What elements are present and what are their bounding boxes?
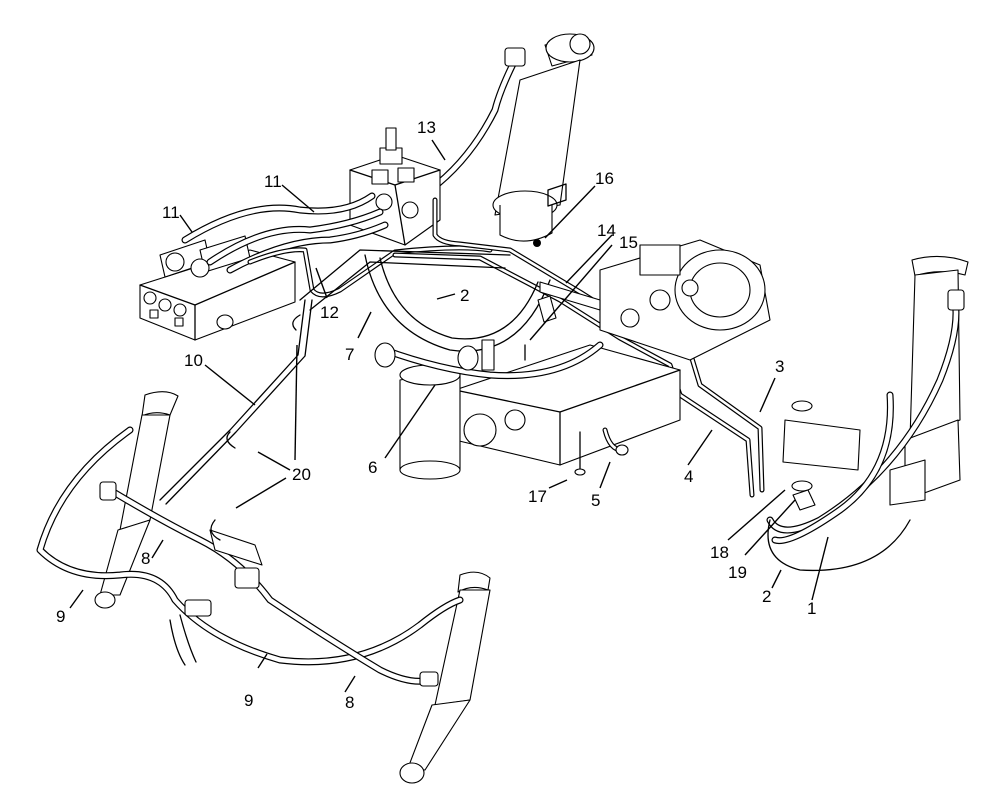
frame-rods [299, 249, 551, 352]
right-plate [782, 400, 861, 511]
callout-12: 12 [320, 303, 339, 322]
callout-2: 2 [762, 587, 771, 606]
hose-12 [247, 245, 493, 298]
callout-15: 15 [619, 233, 638, 252]
callout-4: 4 [684, 467, 693, 486]
right-lift-cylinder [889, 255, 969, 506]
hose-9 [36, 426, 464, 666]
callout-1: 1 [807, 599, 816, 618]
callout-11: 11 [162, 203, 180, 222]
callout-2: 2 [460, 286, 469, 305]
callout-14: 14 [597, 221, 616, 240]
hose-13 [426, 47, 526, 194]
bolt-17 [574, 431, 586, 476]
clamp-rod-10 [159, 299, 313, 541]
fitting-5 [602, 427, 629, 456]
lower-fittings [169, 529, 263, 666]
callout-11: 11 [264, 172, 282, 191]
callout-8: 8 [141, 549, 150, 568]
hose-1 [766, 289, 965, 572]
callout-18: 18 [710, 543, 729, 562]
callout-10: 10 [184, 351, 203, 370]
hose-8 [99, 481, 439, 687]
callout-5: 5 [591, 491, 600, 510]
callout-6: 6 [368, 458, 377, 477]
lower-right-cylinder [399, 571, 491, 784]
callout-19: 19 [728, 563, 747, 582]
callout-20: 20 [292, 465, 311, 484]
callout-13: 13 [417, 118, 436, 137]
callout-3: 3 [775, 357, 784, 376]
callout-16: 16 [595, 169, 614, 188]
callout-labels: 1 2 2 3 4 5 6 7 8 8 9 9 10 11 11 12 13 1… [56, 118, 816, 712]
callout-9: 9 [244, 691, 253, 710]
hose-6 [374, 339, 604, 380]
callout-7: 7 [345, 345, 354, 364]
pump-filter-assembly [399, 239, 771, 480]
upper-lift-cylinder [492, 33, 595, 242]
control-valve-block [349, 127, 441, 246]
callout-17: 17 [528, 487, 547, 506]
callout-9: 9 [56, 607, 65, 626]
callout-8: 8 [345, 693, 354, 712]
leader-lines [69, 139, 829, 693]
